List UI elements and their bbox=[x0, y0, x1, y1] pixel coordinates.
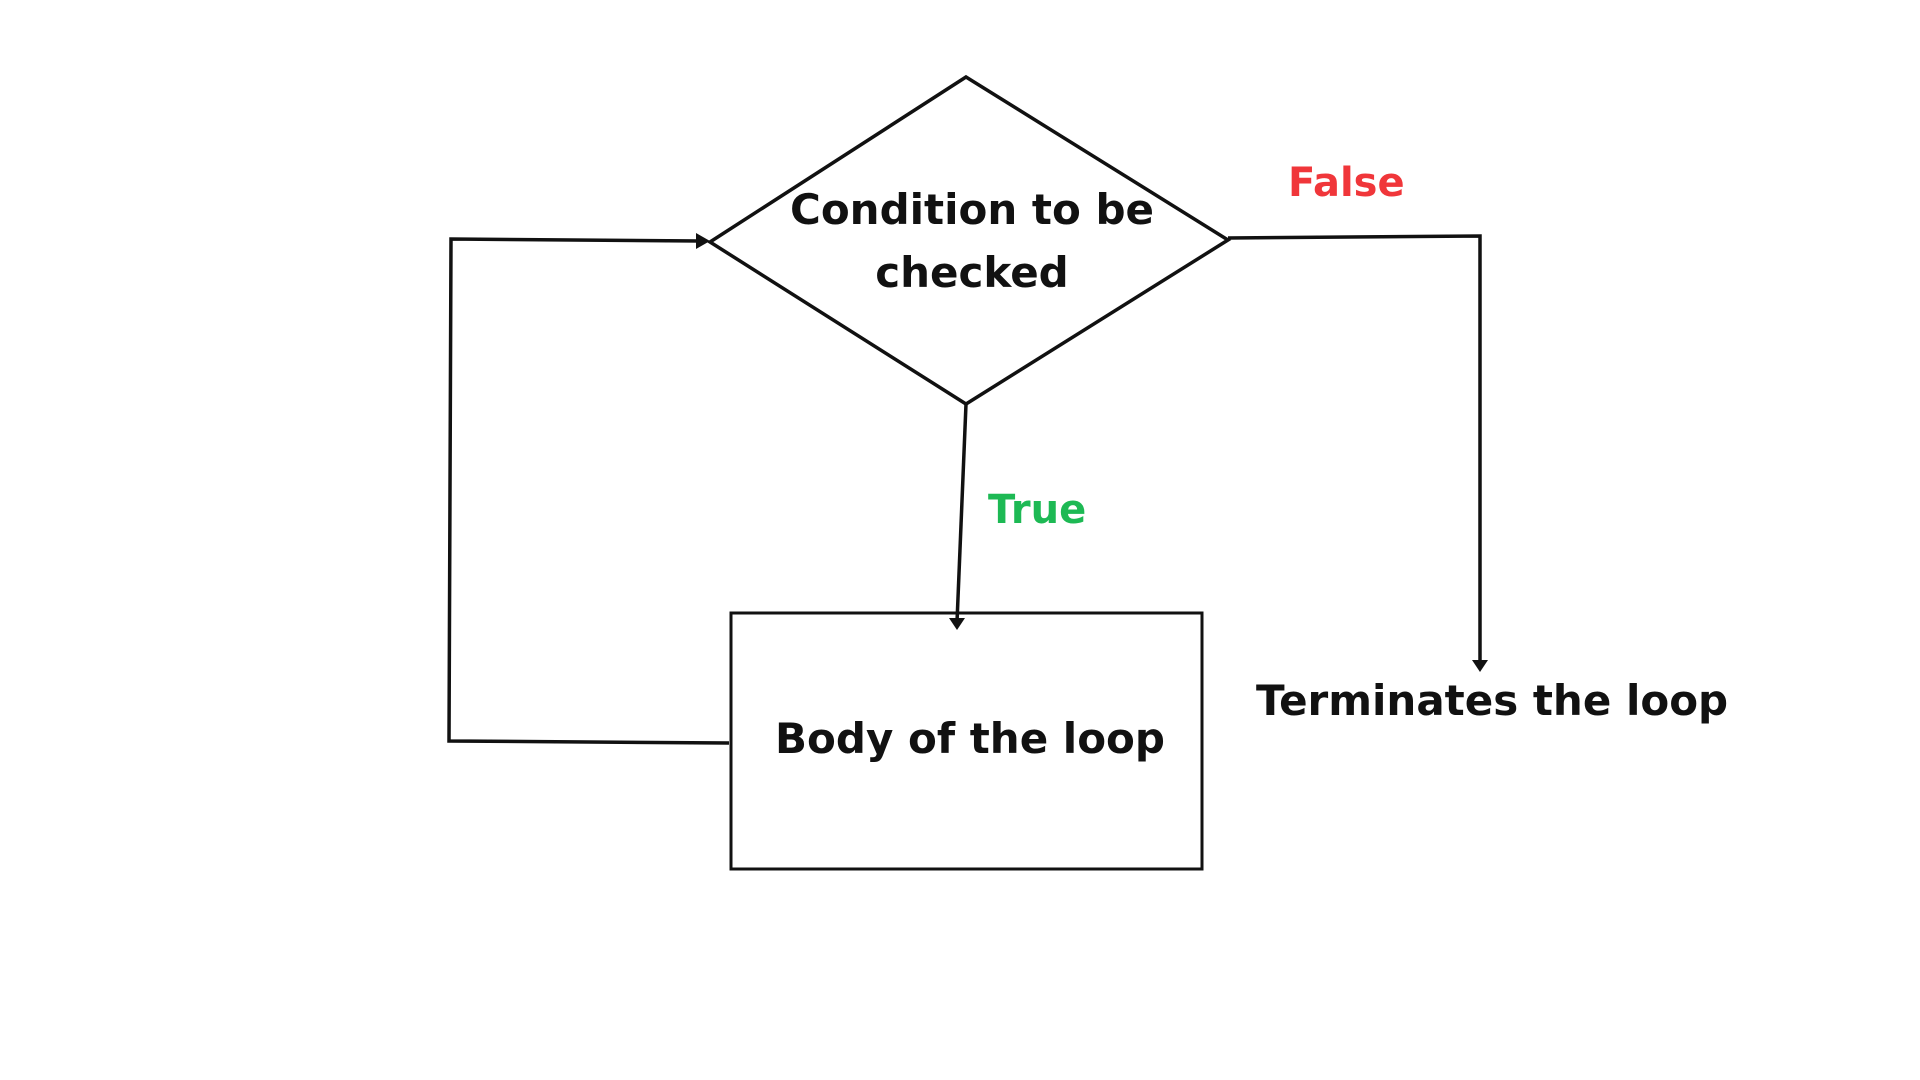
decision-label: Condition to be checked bbox=[712, 178, 1232, 304]
false-label: False bbox=[1288, 160, 1405, 206]
process-box bbox=[729, 611, 1204, 871]
loop-back-arrowhead bbox=[696, 233, 710, 249]
false-arrowhead bbox=[1472, 660, 1488, 672]
loop-back-edge bbox=[447, 237, 730, 745]
terminal-label: Terminates the loop bbox=[1256, 676, 1729, 725]
decision-label-line1: Condition to be bbox=[790, 185, 1154, 234]
true-edge bbox=[955, 403, 968, 623]
process-label: Body of the loop bbox=[775, 714, 1165, 763]
true-arrowhead bbox=[949, 618, 965, 630]
true-label: True bbox=[988, 487, 1087, 533]
false-edge bbox=[1227, 234, 1482, 664]
decision-label-line2: checked bbox=[875, 248, 1069, 297]
